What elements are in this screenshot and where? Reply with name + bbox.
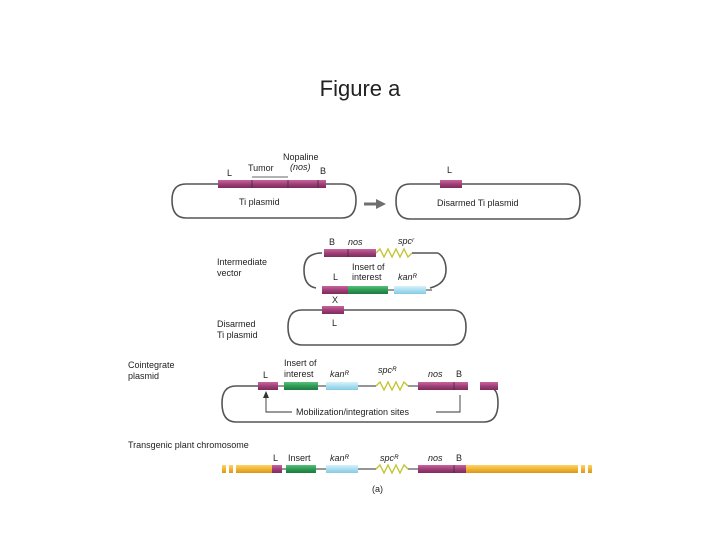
disarmed-left-border-label: L (447, 165, 452, 175)
vector-nos-label: nos (348, 237, 363, 247)
nos-segment (324, 249, 376, 257)
cointegrate-ring (221, 385, 499, 423)
spc-resistance-gene (375, 247, 413, 259)
disarmed-ti-plasmid: L Disarmed Ti plasmid (395, 165, 581, 220)
arrow-up-icon (263, 391, 269, 398)
left-border-segment (440, 180, 462, 188)
cointegrate-interest-label: interest (284, 369, 314, 379)
vector-border-b-label: B (329, 237, 335, 247)
cointegrate-kan-label: kanᴿ (330, 369, 350, 379)
plasmid-label: plasmid (128, 371, 159, 381)
chromosome-nos-label: nos (428, 453, 443, 463)
cointegrate-plasmid: L Insert of interest kanᴿ spcᴿ nos B Mob… (128, 358, 499, 423)
chromosome-left-segment (236, 465, 272, 473)
chromosome-spc-label: spcᴿ (380, 453, 399, 463)
t-dna-segment (218, 180, 326, 188)
process-arrow (364, 199, 386, 209)
vector-spc-label: spcʳ (398, 236, 415, 246)
left-border-label: L (227, 168, 232, 178)
chromosome-left-border-segment (272, 465, 282, 473)
cointegrate-kan-segment (326, 382, 358, 390)
disarmed-ti-plasmid-2-label: Ti plasmid (217, 330, 258, 340)
vector-left-border-label: L (333, 272, 338, 282)
insert-of-interest-segment (348, 286, 388, 294)
disarmed-ti-plasmid-ring (395, 183, 581, 220)
ti-plasmid-ring (171, 183, 357, 219)
kan-resistance-segment (394, 286, 426, 294)
intermediate-label: Intermediate (217, 257, 267, 267)
figure-caption: (a) (372, 484, 383, 494)
chromosome-spc-gene (375, 463, 409, 475)
ti-plasmid: L Tumor Nopaline (nos) B Ti plasmid (171, 152, 357, 219)
cointegrate-spc-label: spcᴿ (378, 365, 397, 375)
chromosome-kan-segment (326, 465, 358, 473)
chromosome-nos-segment (418, 465, 466, 473)
intermediate-vector: B nos spcʳ L Insert of interest kanᴿ Int… (217, 236, 447, 294)
transgenic-label: Transgenic plant chromosome (128, 440, 249, 450)
chromosome-insert-label: Insert (288, 453, 311, 463)
mobilization-label: Mobilization/integration sites (296, 407, 410, 417)
ti-plasmid-label: Ti plasmid (239, 197, 280, 207)
cointegrate-nos-label: nos (428, 369, 443, 379)
interest-label: interest (352, 272, 382, 282)
disarmed-ti-plasmid-label: Disarmed Ti plasmid (437, 198, 519, 208)
nos-paren-label: (nos) (290, 162, 311, 172)
nopaline-label: Nopaline (283, 152, 319, 162)
chromosome-right-border-label: B (456, 453, 462, 463)
chromosome-insert-segment (286, 465, 316, 473)
cointegrate-left-border-segment (258, 382, 278, 390)
cointegrate-left-border-label: L (263, 370, 268, 380)
transgenic-chromosome: Transgenic plant chromosome L Insert kan… (128, 440, 592, 494)
vector-left-border-segment (322, 286, 348, 294)
disarmed-ti-plasmid-2: L Disarmed Ti plasmid (217, 306, 467, 346)
page-title: Figure a (319, 76, 401, 101)
cointegrate-spc-gene (375, 380, 409, 392)
arrow-right-icon (376, 199, 386, 209)
disarmed-ti-plasmid-2-ring (287, 309, 467, 346)
disarmed-2-left-border-label: L (332, 318, 337, 328)
chromosome-kan-label: kanᴿ (330, 453, 350, 463)
cointegrate-right-border-label: B (456, 369, 462, 379)
crossover-marker: X (332, 295, 338, 305)
cointegrate-label: Cointegrate (128, 360, 175, 370)
cointegrate-insert-segment (284, 382, 318, 390)
vector-kan-label: kanᴿ (398, 272, 418, 282)
disarmed-label: Disarmed (217, 319, 256, 329)
cointegrate-extra-segment (480, 382, 498, 390)
cointegrate-nos-segment (418, 382, 468, 390)
chromosome-left-border-label: L (273, 453, 278, 463)
vector-label: vector (217, 268, 242, 278)
insert-of-label: Insert of (352, 262, 385, 272)
cointegrate-insert-of-label: Insert of (284, 358, 317, 368)
intermediate-vector-ring (303, 252, 447, 289)
right-border-label: B (320, 166, 326, 176)
tumor-label: Tumor (248, 163, 274, 173)
disarmed-2-left-border-segment (322, 306, 344, 314)
chromosome-right-segment (466, 465, 578, 473)
